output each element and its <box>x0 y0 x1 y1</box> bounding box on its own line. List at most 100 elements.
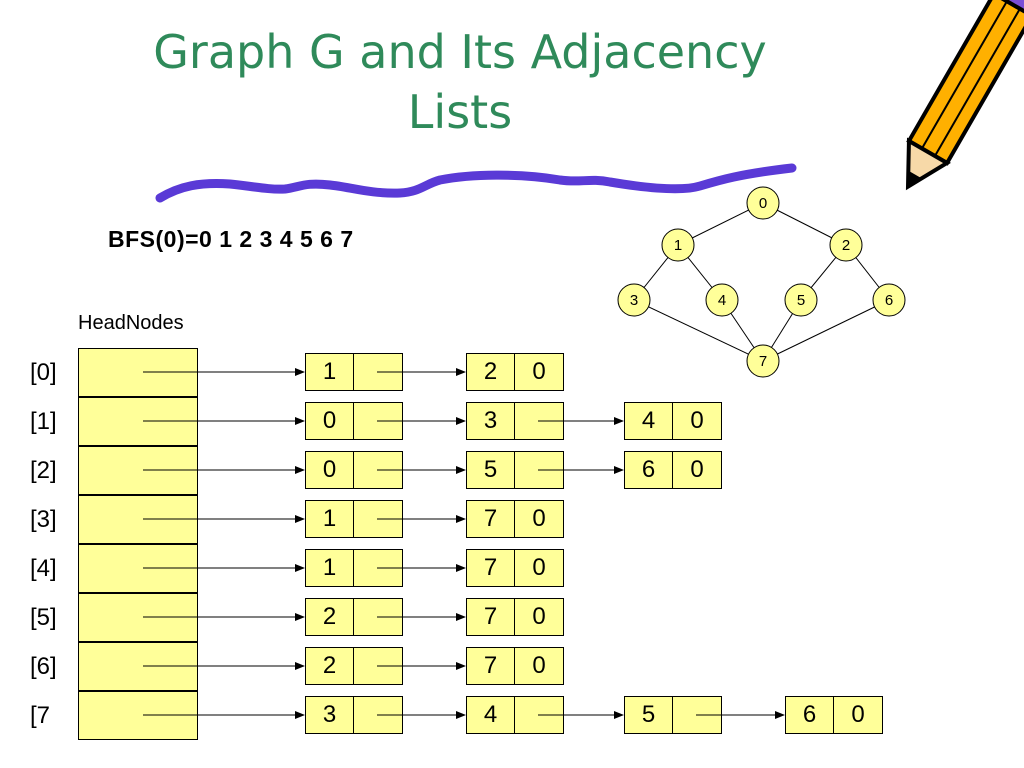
list-node-vertex: 7 <box>467 501 515 537</box>
list-node-link: 0 <box>532 358 546 385</box>
list-node-link <box>673 697 721 733</box>
graph-node-label-3: 3 <box>630 292 638 309</box>
list-node-7-2: 5 <box>624 696 722 734</box>
list-node-vertex: 1 <box>306 501 354 537</box>
list-node-vertex: 7 <box>467 599 515 635</box>
graph-node-label-6: 6 <box>885 292 893 309</box>
headnode-cell-7 <box>78 691 198 740</box>
list-node-link <box>354 452 402 488</box>
list-node-1-1: 3 <box>466 402 564 440</box>
list-node-7-1: 4 <box>466 696 564 734</box>
list-node-link: 0 <box>532 603 546 630</box>
list-node-link: 0 <box>532 652 546 679</box>
graph-node-3 <box>617 283 651 317</box>
graph-node-label-5: 5 <box>797 292 805 309</box>
list-node-link <box>354 403 402 439</box>
headnode-cell-1 <box>78 397 198 446</box>
list-node-vertex: 0 <box>306 452 354 488</box>
graph-node-2 <box>829 228 863 262</box>
headnode-index-4: [4] <box>30 555 57 582</box>
headnode-index-2: [2] <box>30 457 57 484</box>
graph-node-7 <box>746 344 780 378</box>
list-node-vertex: 6 <box>625 452 673 488</box>
list-node-link <box>354 648 402 684</box>
list-node-vertex: 5 <box>625 697 673 733</box>
list-node-vertex: 2 <box>467 354 515 390</box>
title-line-2: Lists <box>407 85 513 139</box>
graph-edge-3-7 <box>633 299 764 362</box>
graph-node-label-7: 7 <box>759 353 767 370</box>
graph-node-4 <box>705 283 739 317</box>
list-node-link <box>354 354 402 390</box>
headnode-index-3: [3] <box>30 506 57 533</box>
title-line-1: Graph G and Its Adjacency <box>153 25 767 79</box>
headnodes-label: HeadNodes <box>78 312 184 334</box>
list-node-vertex: 1 <box>306 354 354 390</box>
headnode-cell-5 <box>78 593 198 642</box>
list-node-link <box>515 452 563 488</box>
list-node-5-0: 2 <box>305 598 403 636</box>
list-node-vertex: 5 <box>467 452 515 488</box>
graph-node-label-1: 1 <box>674 237 682 254</box>
headnode-index-1: [1] <box>30 408 57 435</box>
list-node-vertex: 2 <box>306 599 354 635</box>
list-node-4-0: 1 <box>305 549 403 587</box>
graph-node-label-2: 2 <box>842 237 850 254</box>
list-node-vertex: 6 <box>786 697 834 733</box>
headnode-cell-2 <box>78 446 198 495</box>
slide-title: Graph G and Its Adjacency Lists <box>60 22 860 142</box>
graph-node-6 <box>872 283 906 317</box>
headnode-cell-6 <box>78 642 198 691</box>
bfs-result: BFS(0)=0 1 2 3 4 5 6 7 <box>108 226 354 252</box>
headnode-index-0: [0] <box>30 359 57 386</box>
list-node-link: 0 <box>532 505 546 532</box>
headnode-index-7: [7 <box>30 702 51 729</box>
list-node-link: 0 <box>690 456 704 483</box>
list-node-link <box>515 403 563 439</box>
list-node-vertex: 2 <box>306 648 354 684</box>
list-node-vertex: 7 <box>467 550 515 586</box>
graph-edge-6-7 <box>762 299 890 362</box>
headnode-index-6: [6] <box>30 653 57 680</box>
graph-node-5 <box>784 283 818 317</box>
list-node-vertex: 0 <box>306 403 354 439</box>
list-node-7-0: 3 <box>305 696 403 734</box>
list-node-link: 0 <box>851 701 865 728</box>
list-node-vertex: 3 <box>306 697 354 733</box>
headnode-index-5: [5] <box>30 604 57 631</box>
list-node-vertex: 4 <box>467 697 515 733</box>
headnode-cell-0 <box>78 348 198 397</box>
list-node-link <box>515 697 563 733</box>
list-node-link <box>354 501 402 537</box>
headnode-cell-4 <box>78 544 198 593</box>
graph-node-label-0: 0 <box>759 195 767 212</box>
list-node-1-0: 0 <box>305 402 403 440</box>
list-node-link: 0 <box>532 554 546 581</box>
list-node-vertex: 1 <box>306 550 354 586</box>
list-node-2-1: 5 <box>466 451 564 489</box>
headnode-cell-3 <box>78 495 198 544</box>
list-node-link <box>354 697 402 733</box>
list-node-link: 0 <box>690 407 704 434</box>
list-node-vertex: 7 <box>467 648 515 684</box>
list-node-0-0: 1 <box>305 353 403 391</box>
list-node-6-0: 2 <box>305 647 403 685</box>
list-node-vertex: 4 <box>625 403 673 439</box>
graph-node-label-4: 4 <box>718 292 726 309</box>
list-node-3-0: 1 <box>305 500 403 538</box>
list-node-vertex: 3 <box>467 403 515 439</box>
graph-node-1 <box>661 228 695 262</box>
list-node-link <box>354 550 402 586</box>
graph-node-0 <box>746 186 780 220</box>
list-node-2-0: 0 <box>305 451 403 489</box>
list-node-link <box>354 599 402 635</box>
